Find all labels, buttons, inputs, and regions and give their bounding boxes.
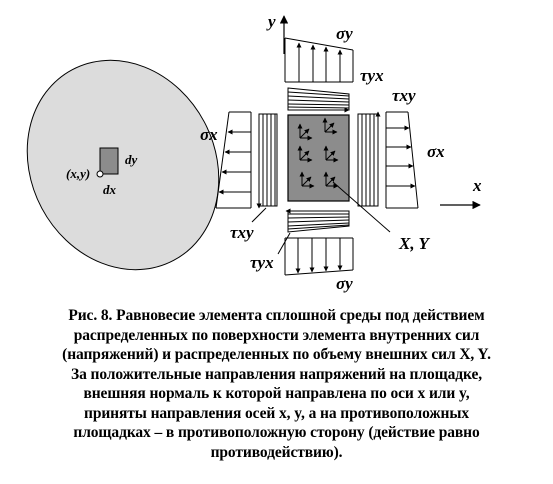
element-dxdy xyxy=(99,147,119,175)
caption-line: За положительные направления напряжений … xyxy=(70,365,483,383)
caption-line: (напряжений) и распределенных по объему … xyxy=(62,346,491,363)
dy-label: dy xyxy=(125,152,138,167)
tau-yx-top-label: τyx xyxy=(360,66,384,85)
caption-line: распределенных по поверхности элемента в… xyxy=(73,326,480,344)
tau-xy-right-label: τxy xyxy=(392,86,416,105)
caption-line: приняты направления осей x, y, а на прот… xyxy=(84,404,469,422)
tau-xy-left-band xyxy=(251,113,278,223)
stress-element-figure: (x,y) dx dy y x xyxy=(26,12,482,293)
figure-caption: Рис. 8. Равновесие элемента сплошной сре… xyxy=(10,306,543,476)
tau-yx-top-band xyxy=(287,87,350,113)
tau-xy-left-label: τxy xyxy=(230,223,254,242)
body-forces-label: X, Y xyxy=(398,234,431,253)
sigma-x-left-distribution xyxy=(215,111,252,209)
tau-xy-right-band xyxy=(357,111,381,207)
caption-line: Рис. 8. Равновесие элемента сплошной сре… xyxy=(68,307,485,324)
tau-yx-bottom-label: τyx xyxy=(250,253,274,272)
axes: y x xyxy=(266,12,482,210)
continuum-body: (x,y) dx dy xyxy=(26,59,220,271)
point-label: (x,y) xyxy=(66,166,90,181)
sigma-y-bottom-label: σy xyxy=(336,274,353,293)
tau-yx-bottom-band xyxy=(277,208,350,255)
body-force-pointer xyxy=(332,181,391,233)
sigma-x-right-distribution xyxy=(385,111,419,209)
point-marker xyxy=(96,170,104,178)
sigma-y-bottom-distribution xyxy=(284,237,354,276)
sigma-x-right-label: σx xyxy=(427,142,445,161)
sigma-x-left-label: σx xyxy=(200,125,218,144)
caption-line: противодействию). xyxy=(210,443,343,461)
sigma-y-top-label: σy xyxy=(336,24,353,43)
x-axis-label: x xyxy=(472,176,482,195)
y-axis-label: y xyxy=(266,12,276,31)
sigma-y-top-distribution xyxy=(284,37,354,83)
caption-line: площадках – в противоположную сторону (д… xyxy=(73,424,480,441)
dx-label: dx xyxy=(103,182,117,197)
caption-line: внешняя нормаль к которой направлена по … xyxy=(83,385,470,402)
